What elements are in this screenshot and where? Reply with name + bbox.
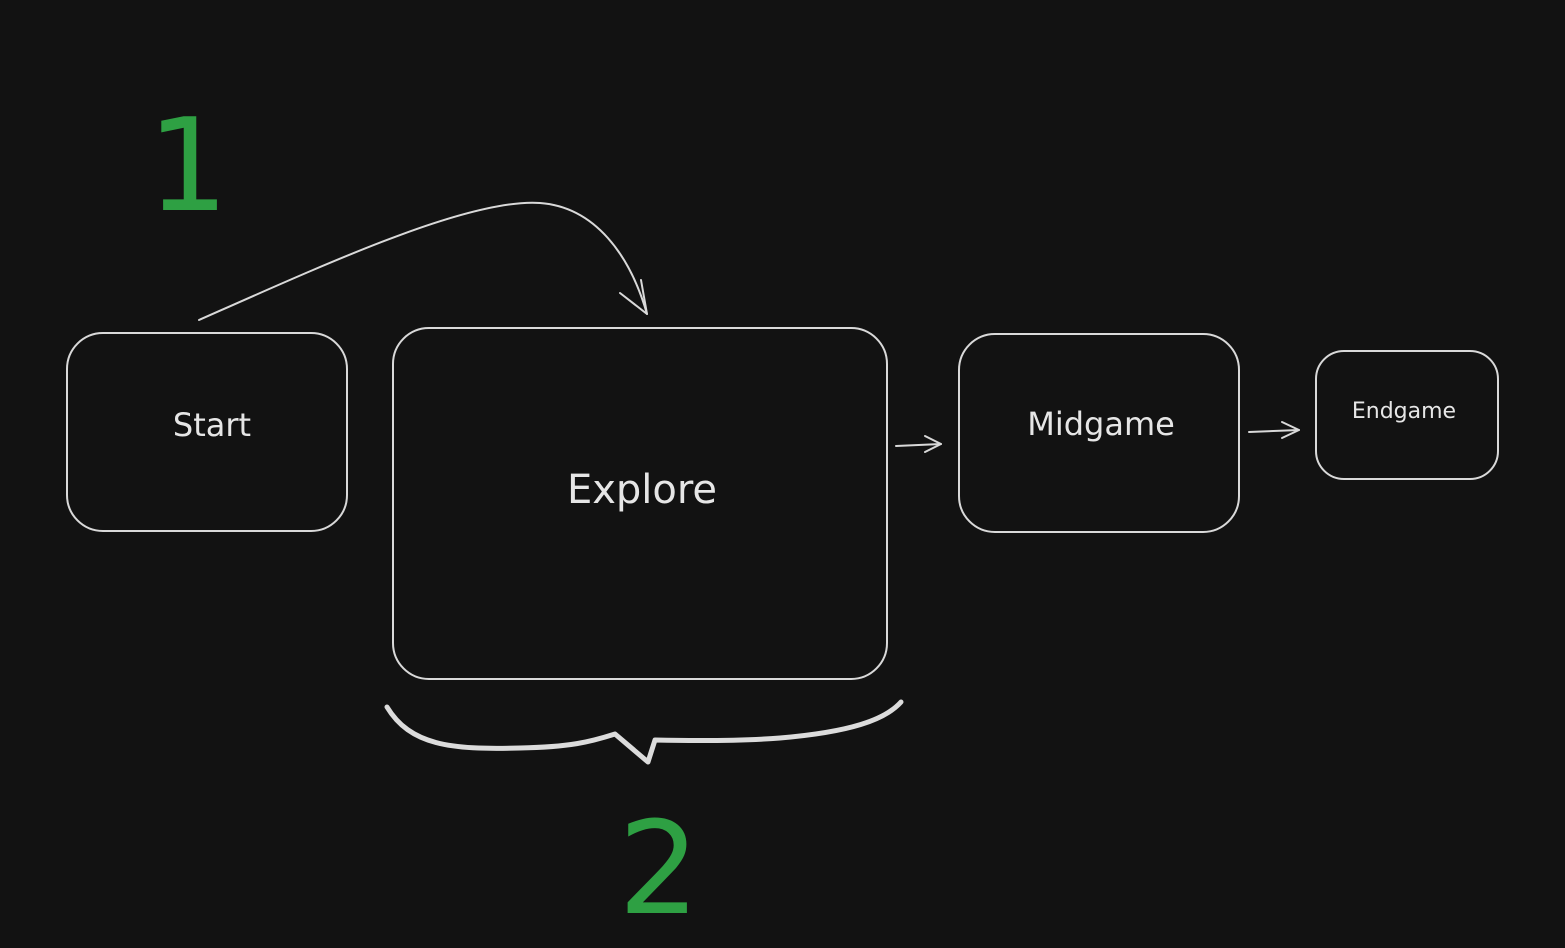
node-midgame-label: Midgame: [1027, 405, 1175, 443]
curved-arrow-head: [619, 279, 648, 315]
node-explore[interactable]: Explore: [392, 327, 888, 680]
node-midgame[interactable]: Midgame: [958, 333, 1240, 533]
marker-number-2: 2: [618, 795, 699, 944]
node-endgame-label: Endgame: [1352, 399, 1456, 424]
curly-brace: [384, 699, 904, 765]
curved-arrow-start-to-explore: [198, 201, 648, 321]
node-start[interactable]: Start: [66, 332, 348, 532]
arrow-explore-to-midgame-head: [924, 435, 942, 453]
node-endgame[interactable]: Endgame: [1315, 350, 1499, 480]
arrow-midgame-to-endgame-head: [1281, 421, 1300, 439]
node-explore-label: Explore: [567, 467, 717, 513]
marker-number-1: 1: [147, 92, 228, 241]
arrow-midgame-to-endgame: [1248, 429, 1300, 433]
arrow-explore-to-midgame: [895, 443, 942, 447]
node-start-label: Start: [173, 406, 251, 444]
